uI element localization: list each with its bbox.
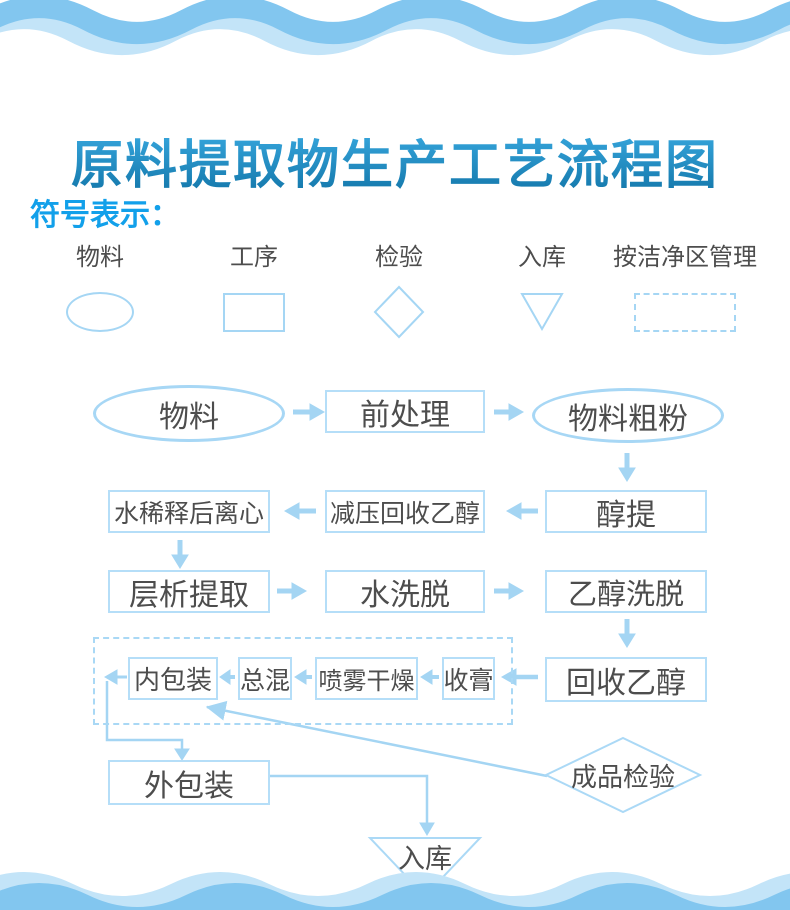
arrow-coarse-powder-to-alcohol-extraction [618,453,636,482]
arrow-water-elution-to-ethanol-elution [494,582,525,600]
node-ethanol-elution: 乙醇洗脱 [545,570,707,613]
node-paste-collection: 收膏 [442,657,495,700]
node-coarse-powder: 物料粗粉 [532,388,724,443]
process-rect-icon [223,292,285,332]
arrow-inner-packaging-exit-left [104,669,127,685]
finished-inspection-diamond [543,736,703,814]
legend-item-inspection: 检验 [359,240,439,339]
legend-label: 物料 [76,244,124,271]
arrow-paste-to-spray-drying [420,669,439,685]
arrow-finished-inspection-to-inner-packaging [205,700,548,778]
legend-heading: 符号表示： [30,199,180,232]
node-total-mixing: 总混 [238,657,292,700]
clean-area-dashed-icon [634,292,736,332]
node-chromatography: 层析提取 [108,570,270,613]
arrow-spray-drying-to-total-mixing [294,669,312,685]
node-water-dilution-centrifuge: 水稀释后离心 [108,490,270,533]
arrow-vacuum-recovery-to-water-dilution [283,502,316,520]
line-inner-packaging-to-outer-packaging [105,681,190,761]
arrow-alcohol-extraction-to-vacuum-recovery [505,502,538,520]
legend-label: 工序 [230,244,278,271]
node-warehousing-label: 入库 [398,843,452,874]
node-spray-drying: 喷雾干燥 [315,657,418,700]
legend-item-clean-area: 按洁净区管理 [610,240,760,338]
legend-label: 检验 [375,244,423,271]
node-material: 物料 [93,385,285,442]
node-vacuum-ethanol-recovery: 减压回收乙醇 [325,490,485,533]
legend-label: 入库 [518,244,566,271]
arrow-ethanol-elution-to-ethanol-recovery [618,619,636,648]
arrow-material-to-pretreatment [293,403,326,421]
node-pretreatment: 前处理 [325,390,485,433]
arrow-chromatography-to-water-elution [277,582,308,600]
bottom-wave-dark [0,883,790,910]
legend-item-material: 物料 [60,240,140,338]
legend-item-process: 工序 [214,240,294,338]
storage-triangle-icon [520,293,564,332]
line-outer-packaging-to-warehousing [270,774,435,836]
legend-item-storage: 入库 [502,240,582,338]
warehousing-triangle [367,837,483,898]
node-outer-packaging: 外包装 [108,760,270,805]
clean-area-zone [93,637,513,725]
legend-label: 按洁净区管理 [613,244,757,271]
inspection-diamond-icon [373,285,425,339]
node-alcohol-extraction: 醇提 [545,490,707,533]
top-wave-banner [0,0,790,55]
arrow-water-dilution-to-chromatography [171,540,189,569]
bottom-wave-banner [0,872,790,910]
page-title: 原料提取物生产工艺流程图 [0,123,790,198]
arrow-pretreatment-to-coarse-powder [494,403,525,421]
node-water-elution: 水洗脱 [325,570,485,613]
node-inner-packaging: 内包装 [128,657,218,700]
node-ethanol-recovery: 回收乙醇 [545,657,707,702]
arrow-total-mixing-to-inner-packaging [219,669,235,685]
node-finished-inspection-label: 成品检验 [570,761,675,792]
material-ellipse-icon [66,292,134,332]
top-wave-dark [0,0,790,44]
